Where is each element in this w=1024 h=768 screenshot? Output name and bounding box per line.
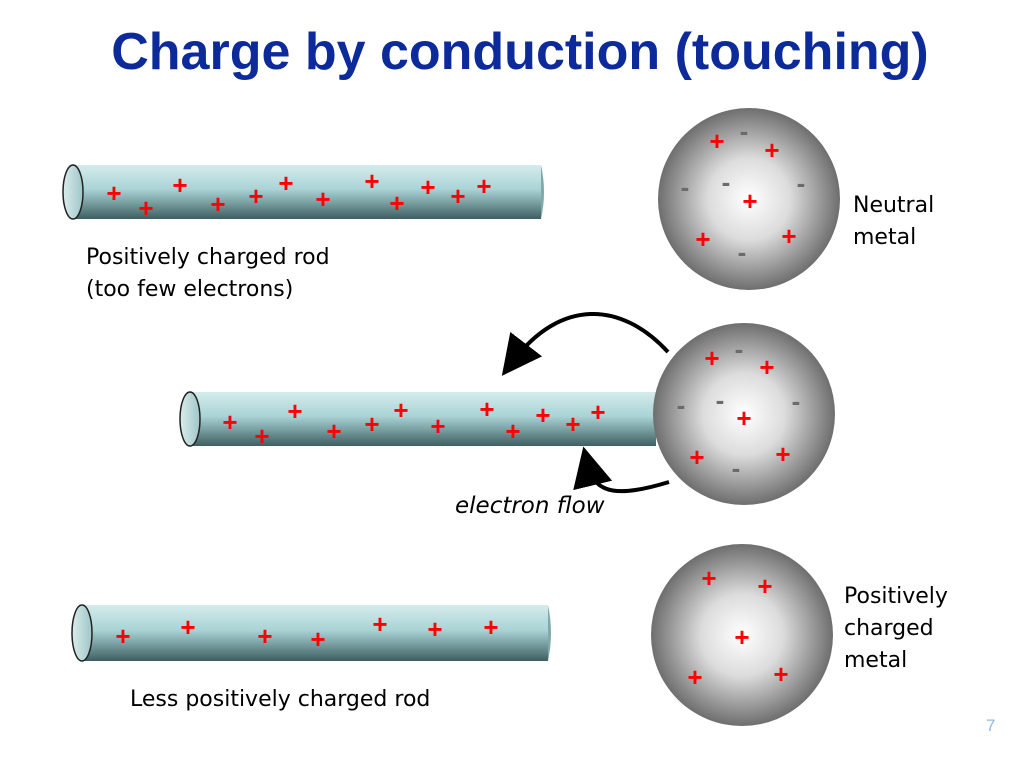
svg-text:+: +	[483, 612, 498, 642]
svg-text:-: -	[792, 386, 801, 416]
svg-text:-: -	[716, 385, 725, 415]
rod-less-positively-charged: + + + + + + +	[71, 604, 551, 662]
arrow-upper-curve	[501, 311, 670, 376]
svg-text:+: +	[687, 662, 702, 692]
svg-text:+: +	[704, 343, 719, 373]
svg-text:+: +	[420, 172, 435, 202]
svg-text:+: +	[764, 135, 779, 165]
svg-text:+: +	[734, 622, 749, 652]
rod-charges: + + + + + + + + + + + +	[106, 166, 491, 223]
svg-text:+: +	[310, 624, 325, 654]
svg-text:+: +	[172, 170, 187, 200]
svg-text:-: -	[722, 167, 731, 197]
svg-text:+: +	[326, 416, 341, 446]
svg-text:+: +	[701, 563, 716, 593]
svg-text:+: +	[427, 614, 442, 644]
sphere-touching-metal: + - + - - + - + - +	[653, 323, 835, 505]
svg-text:+: +	[709, 126, 724, 156]
svg-text:-: -	[681, 172, 690, 202]
rod-charges: + + + + + + + + + + + +	[222, 394, 605, 451]
label-neutral-metal: Neutral metal	[853, 193, 935, 250]
svg-text:-: -	[738, 237, 747, 267]
svg-text:+: +	[479, 394, 494, 424]
svg-text:+: +	[565, 409, 580, 439]
svg-text:+: +	[254, 421, 269, 451]
svg-text:+: +	[106, 178, 121, 208]
svg-text:+: +	[695, 224, 710, 254]
label-positively-charged-metal: Positively charged metal	[844, 584, 948, 673]
page-number: 7	[986, 716, 996, 735]
svg-text:+: +	[364, 166, 379, 196]
svg-text:+: +	[372, 609, 387, 639]
sphere-neutral-metal: + - + - - + - + - +	[658, 108, 840, 290]
svg-text:+: +	[248, 181, 263, 211]
svg-text:+: +	[757, 571, 772, 601]
svg-text:-: -	[797, 168, 806, 198]
svg-text:-: -	[732, 453, 741, 483]
svg-text:+: +	[287, 396, 302, 426]
svg-text:+: +	[476, 171, 491, 201]
label-positively-charged-rod: Positively charged rod (too few electron…	[86, 245, 330, 302]
svg-text:+: +	[278, 168, 293, 198]
label-electron-flow: electron flow	[455, 493, 605, 519]
svg-text:+: +	[393, 395, 408, 425]
arrow-lower-curve	[573, 446, 670, 494]
svg-text:+: +	[180, 612, 195, 642]
svg-text:+: +	[115, 621, 130, 651]
rod-positively-charged: + + + + + + + + + + + +	[62, 164, 544, 223]
svg-text:+: +	[364, 409, 379, 439]
svg-text:+: +	[736, 403, 751, 433]
svg-text:+: +	[535, 400, 550, 430]
rod-touching-metal: + + + + + + + + + + + +	[179, 391, 656, 451]
svg-text:+: +	[689, 442, 704, 472]
sphere-positively-charged-metal: + + + + +	[651, 544, 833, 726]
svg-text:+: +	[210, 189, 225, 219]
svg-text:+: +	[590, 397, 605, 427]
svg-text:-: -	[677, 390, 686, 420]
svg-text:+: +	[138, 193, 153, 223]
svg-text:+: +	[759, 352, 774, 382]
svg-text:+: +	[389, 188, 404, 218]
svg-text:+: +	[773, 659, 788, 689]
svg-text:+: +	[430, 411, 445, 441]
svg-text:+: +	[315, 184, 330, 214]
slide-title: Charge by conduction (touching)	[111, 23, 929, 81]
svg-text:-: -	[735, 334, 744, 364]
svg-text:+: +	[450, 181, 465, 211]
svg-text:+: +	[222, 407, 237, 437]
rod-charges: + + + + + + +	[115, 609, 498, 654]
svg-text:+: +	[742, 186, 757, 216]
svg-text:+: +	[775, 439, 790, 469]
svg-text:+: +	[257, 621, 272, 651]
svg-text:-: -	[740, 116, 749, 146]
label-less-positively-charged-rod: Less positively charged rod	[130, 687, 431, 712]
svg-text:+: +	[505, 416, 520, 446]
svg-text:+: +	[781, 221, 796, 251]
